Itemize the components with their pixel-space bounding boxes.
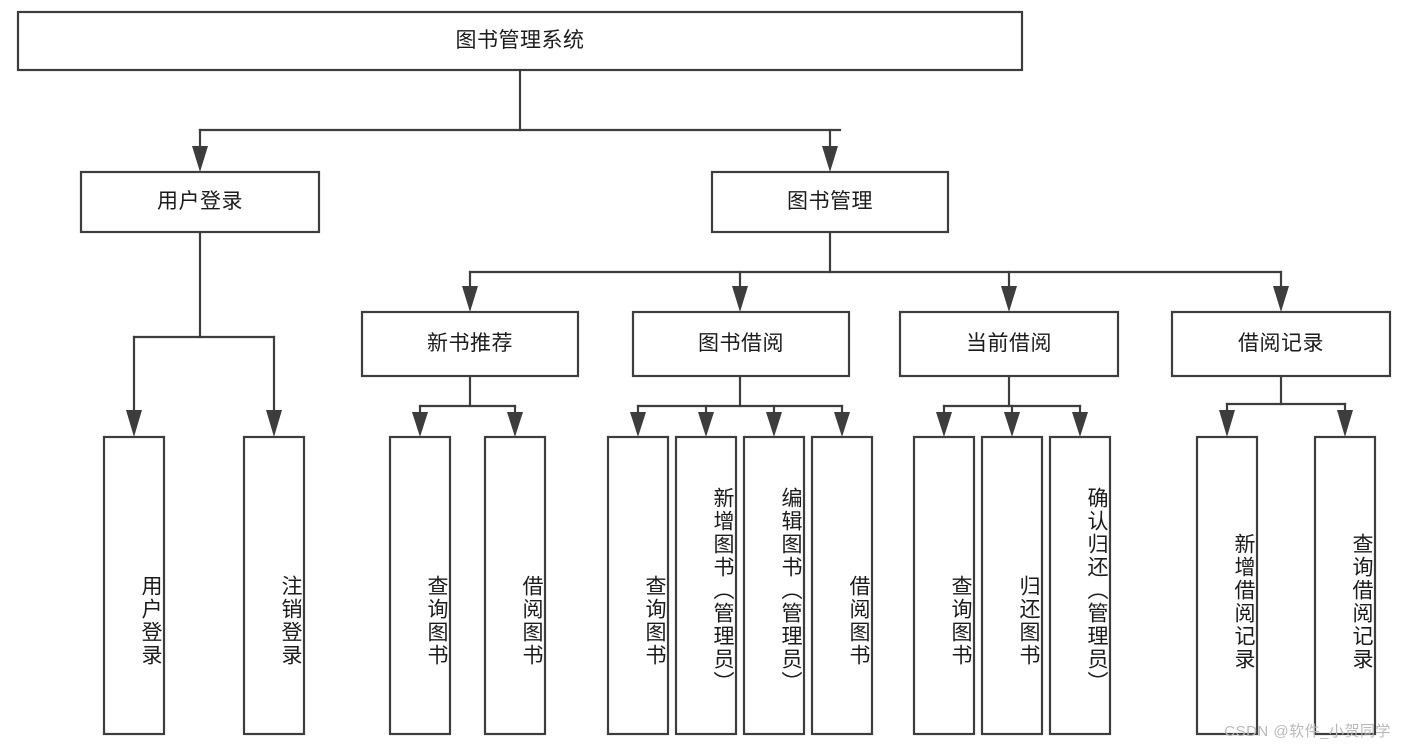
node-leaf-borrow-book-b[interactable] [810, 435, 874, 736]
node-leaf-user-login[interactable] [102, 435, 166, 736]
edge-newbookrec-to-leaves [412, 374, 523, 437]
edge-borrowrecord-to-leaves [1219, 374, 1353, 437]
node-user-login[interactable] [79, 170, 321, 234]
node-leaf-confirm-return[interactable] [1048, 435, 1112, 736]
node-book-manage[interactable] [710, 170, 950, 234]
node-leaf-add-record[interactable] [1195, 435, 1259, 736]
edge-bookmanage-to-level3 [462, 230, 1289, 312]
edge-userlogin-to-leaves [126, 230, 282, 437]
node-leaf-borrow-book-a[interactable] [483, 435, 547, 736]
edge-bookborrow-to-leaves [630, 374, 850, 437]
node-root[interactable] [16, 10, 1024, 72]
node-leaf-query-book-c[interactable] [912, 435, 976, 736]
node-leaf-return-book[interactable] [980, 435, 1044, 736]
node-current-borrow[interactable] [898, 310, 1120, 378]
node-leaf-query-book-a[interactable] [388, 435, 452, 736]
node-leaf-logout[interactable] [242, 435, 306, 736]
node-leaf-query-book-b[interactable] [606, 435, 670, 736]
node-book-borrow[interactable] [631, 310, 851, 378]
node-borrow-record[interactable] [1170, 310, 1392, 378]
csdn-watermark: CSDN @软件_小贺同学 [1224, 723, 1391, 740]
node-new-book-rec[interactable] [360, 310, 580, 378]
edge-currentborrow-to-leaves [936, 374, 1088, 437]
node-leaf-query-record[interactable] [1313, 435, 1377, 736]
edge-root-to-level2 [192, 68, 842, 172]
node-leaf-edit-book[interactable] [742, 435, 806, 736]
node-leaf-add-book[interactable] [674, 435, 738, 736]
